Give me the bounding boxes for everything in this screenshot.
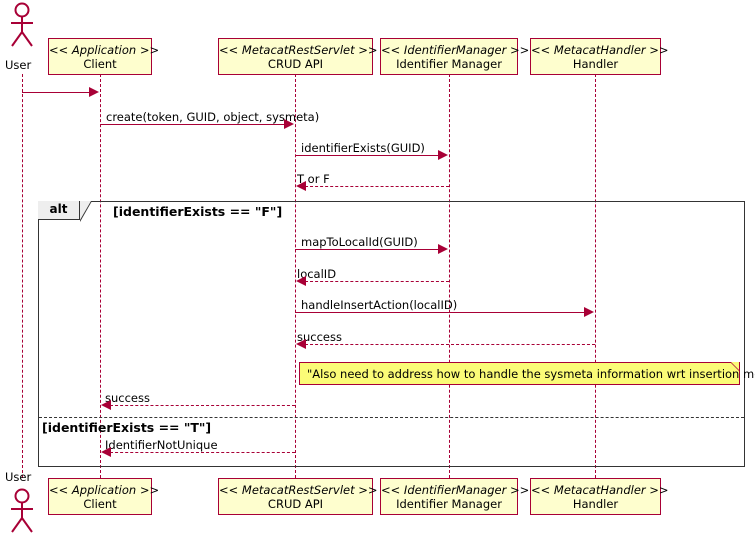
message-arrowhead-local-id (296, 276, 306, 286)
message-line-map-to-local-id (295, 249, 439, 250)
alt-fragment (38, 201, 745, 467)
participant-identifier-manager-top[interactable]: << IdentifierManager >> Identifier Manag… (380, 38, 530, 75)
message-label-local-id: localID (297, 267, 337, 281)
message-line-local-id (305, 281, 449, 282)
message-label-handle-insert-action: handleInsertAction(localID) (301, 298, 458, 312)
participant-client-stereotype-bottom: << Application >> (49, 483, 160, 497)
participant-identifier-manager-stereotype: << IdentifierManager >> (381, 43, 530, 57)
message-arrowhead-create (284, 119, 294, 129)
message-line-user-to-client (22, 92, 90, 93)
participant-crud-api-stereotype: << MetacatRestServlet >> (219, 43, 378, 57)
participant-crud-api-name-bottom: CRUD API (267, 497, 324, 512)
participant-crud-api-top[interactable]: << MetacatRestServlet >> CRUD API (218, 38, 378, 75)
alt-guard-first: [identifierExists == "F"] (113, 204, 283, 219)
message-label-identifier-not-unique: IdentifierNotUnique (105, 438, 218, 452)
participant-crud-api-name: CRUD API (267, 57, 324, 72)
participant-client-stereotype: << Application >> (49, 43, 160, 57)
message-arrowhead-user-to-client (89, 87, 99, 97)
message-arrowhead-identifier-exists (438, 150, 448, 160)
message-label-success-client: success (105, 391, 150, 405)
note-sysmeta: "Also need to address how to handle the … (299, 362, 755, 385)
lifeline-handler (595, 74, 596, 478)
lifeline-client (100, 74, 101, 478)
message-line-t-or-f (305, 186, 449, 187)
participant-identifier-manager-name-bottom: Identifier Manager (396, 497, 502, 512)
participant-client-top[interactable]: << Application >> Client (48, 38, 160, 75)
message-line-success-handler (305, 344, 595, 345)
participant-identifier-manager-name: Identifier Manager (396, 57, 502, 72)
participant-client-bottom[interactable]: << Application >> Client (48, 478, 160, 515)
lifeline-identifier-manager (449, 74, 450, 478)
message-label-map-to-local-id: mapToLocalId(GUID) (301, 235, 418, 249)
alt-guard-else: [identifierExists == "T"] (42, 420, 212, 435)
message-arrowhead-handle-insert-action (584, 307, 594, 317)
actor-user-top-icon (11, 2, 33, 47)
participant-handler-name: Handler (572, 57, 619, 72)
alt-else-divider (39, 417, 744, 418)
participant-handler-stereotype-bottom: << MetacatHandler >> (531, 483, 669, 497)
message-line-identifier-exists (295, 155, 439, 156)
message-line-success-client (110, 405, 295, 406)
participant-identifier-manager-bottom[interactable]: << IdentifierManager >> Identifier Manag… (380, 478, 530, 515)
message-label-identifier-exists: identifierExists(GUID) (301, 141, 425, 155)
message-arrowhead-t-or-f (296, 181, 306, 191)
message-line-identifier-not-unique (110, 452, 295, 453)
participant-client-name-bottom: Client (83, 497, 117, 512)
note-sysmeta-fold-inner (731, 362, 739, 370)
message-line-create (100, 124, 285, 125)
message-line-handle-insert-action (295, 312, 585, 313)
actor-user-top-label: User (5, 58, 32, 72)
participant-handler-top[interactable]: << MetacatHandler >> Handler (530, 38, 669, 75)
participant-handler-stereotype: << MetacatHandler >> (531, 43, 669, 57)
message-arrowhead-map-to-local-id (438, 244, 448, 254)
lifeline-crud-api (295, 74, 296, 478)
lifeline-user (22, 74, 23, 478)
message-arrowhead-success-client (101, 400, 111, 410)
message-arrowhead-success-handler (296, 339, 306, 349)
message-label-success-handler: success (297, 330, 342, 344)
alt-fragment-tab: alt (38, 201, 80, 220)
participant-handler-name-bottom: Handler (572, 497, 619, 512)
participant-client-name: Client (83, 57, 117, 72)
participant-crud-api-bottom[interactable]: << MetacatRestServlet >> CRUD API (218, 478, 378, 515)
message-label-create: create(token, GUID, object, sysmeta) (106, 110, 320, 124)
participant-crud-api-stereotype-bottom: << MetacatRestServlet >> (219, 483, 378, 497)
actor-user-bottom-label: User (5, 470, 32, 484)
participant-handler-bottom[interactable]: << MetacatHandler >> Handler (530, 478, 669, 515)
actor-user-bottom-icon (11, 488, 33, 533)
alt-fragment-tab-corner (80, 201, 91, 220)
message-arrowhead-identifier-not-unique (101, 447, 111, 457)
participant-identifier-manager-stereotype-bottom: << IdentifierManager >> (381, 483, 530, 497)
